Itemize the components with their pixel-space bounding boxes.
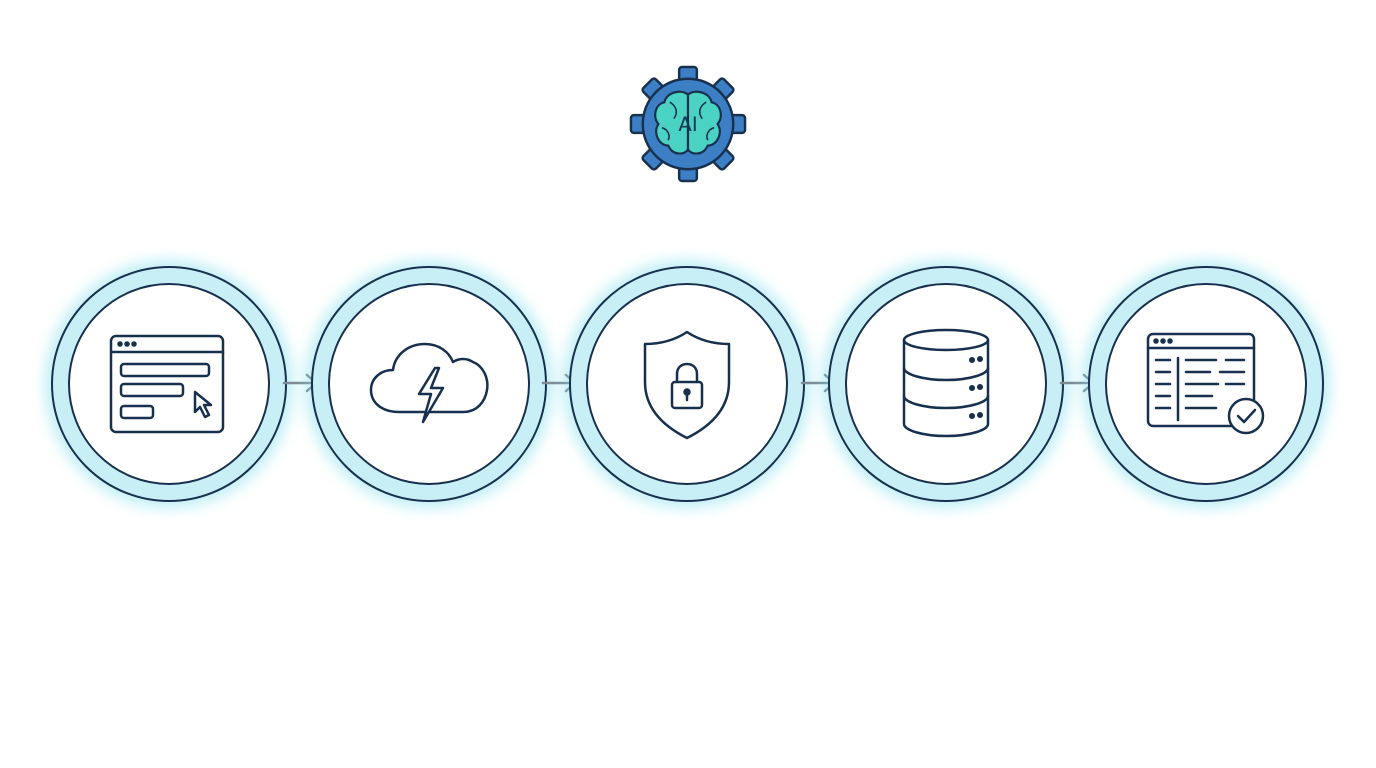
ai-brain-gear-icon: AI xyxy=(629,65,747,183)
cloud-lightning-icon xyxy=(369,324,489,444)
database-icon xyxy=(886,324,1006,444)
ai-logo-text: AI xyxy=(678,113,697,136)
step-security xyxy=(569,266,805,502)
step-verified-table xyxy=(1088,266,1324,502)
table-check-icon xyxy=(1146,324,1266,444)
step-database xyxy=(828,266,1064,502)
step-cloud xyxy=(311,266,547,502)
shield-lock-icon xyxy=(627,324,747,444)
step-web-form xyxy=(51,266,287,502)
web-form-icon xyxy=(109,324,229,444)
